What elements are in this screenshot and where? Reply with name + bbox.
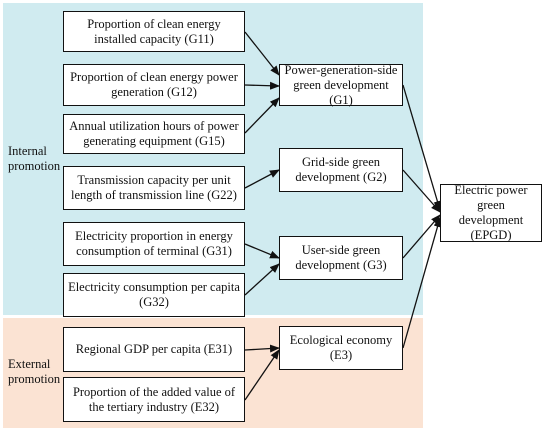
dimension-g2: Grid-side green development (G2) xyxy=(279,148,403,192)
indicator-g22: Transmission capacity per unit length of… xyxy=(63,166,245,210)
dimension-e3: Ecological economy (E3) xyxy=(279,326,403,370)
goal-epgd: Electric power green development (EPGD) xyxy=(440,183,542,242)
internal-promotion-label: Internal promotion xyxy=(8,144,61,173)
edge-g22-g2 xyxy=(244,169,280,189)
external-promotion-label: External promotion xyxy=(8,357,61,386)
indicator-g11: Proportion of clean energy installed cap… xyxy=(63,11,245,52)
indicator-g31: Electricity proportion in energy consump… xyxy=(63,222,245,266)
dimension-g1: Power-generation-side green development … xyxy=(279,63,403,107)
edge-g11-g1 xyxy=(244,31,280,76)
indicator-g15: Annual utilization hours of power genera… xyxy=(63,114,245,154)
edge-e31-e3 xyxy=(244,344,280,353)
edge-g2-epgd xyxy=(402,169,441,213)
edge-e32-e3 xyxy=(244,349,280,401)
indicator-e32: Proportion of the added value of the ter… xyxy=(63,377,245,422)
indicator-e31: Regional GDP per capita (E31) xyxy=(63,327,245,372)
edge-e3-epgd xyxy=(402,217,442,349)
edge-g1-epgd xyxy=(402,84,442,211)
indicator-g12: Proportion of clean energy power generat… xyxy=(63,64,245,106)
edge-g12-g1 xyxy=(244,81,280,90)
edge-g15-g1 xyxy=(244,97,280,134)
edge-g32-g3 xyxy=(244,263,280,296)
indicator-g32: Electricity consumption per capita (G32) xyxy=(63,273,245,317)
dimension-g3: User-side green development (G3) xyxy=(279,236,403,280)
edge-g31-g3 xyxy=(244,243,280,259)
